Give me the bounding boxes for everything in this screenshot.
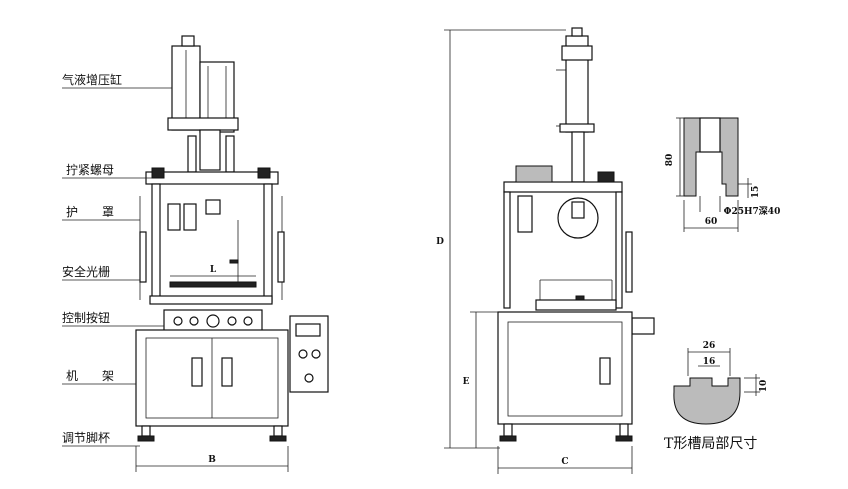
label-nut: 拧紧螺母 xyxy=(66,163,114,177)
dimension-slot-depth: 15 xyxy=(751,186,761,199)
cylinder-cap xyxy=(181,35,195,47)
guard-left xyxy=(151,183,161,303)
side-rod xyxy=(571,131,585,183)
control-button-3 xyxy=(227,316,237,326)
side-valves xyxy=(515,165,553,183)
control-button-emergency xyxy=(206,314,220,328)
control-button-1 xyxy=(173,316,183,326)
dimension-slot-height: 80 xyxy=(665,154,675,167)
ram-plate xyxy=(169,281,257,288)
side-top-plate xyxy=(503,181,623,193)
dimension-t-depth: 10 xyxy=(759,380,769,393)
foot-right xyxy=(269,435,287,442)
nut-left xyxy=(151,167,165,179)
nut-right xyxy=(257,167,271,179)
dimension-slot-bore: Φ25H7深40 xyxy=(724,205,781,217)
t-slot-detail: 26 16 10 T形槽局部尺寸 xyxy=(664,341,769,452)
dimension-c-label: C xyxy=(561,457,568,467)
piston-rod xyxy=(199,129,221,171)
dimension-b-label: B xyxy=(208,455,216,465)
foot-left xyxy=(137,435,155,442)
dimension-t-outer: 26 xyxy=(703,341,716,351)
side-control-panel xyxy=(631,317,655,335)
label-control-button: 控制按钮 xyxy=(62,310,110,325)
slot-section-detail: 80 60 15 Φ25H7深40 xyxy=(665,117,781,232)
control-button-4 xyxy=(243,316,253,326)
label-light-curtain: 安全光栅 xyxy=(62,264,110,279)
guard-right xyxy=(263,183,273,303)
control-button-2 xyxy=(189,316,199,326)
dimension-slot-width: 60 xyxy=(705,217,718,227)
front-view: B L xyxy=(135,35,329,472)
side-frame xyxy=(497,311,633,425)
label-foot: 调节脚杯 xyxy=(62,430,110,445)
label-frame: 机 架 xyxy=(66,369,114,383)
callouts: 气液增压缸 拧紧螺母 护 罩 安全光栅 控制按钮 机 架 调节脚杯 xyxy=(62,72,172,447)
t-slot-profile xyxy=(673,377,741,425)
dimension-d-label: D xyxy=(436,237,444,247)
dimension-l-label: L xyxy=(210,265,217,275)
side-view: C D E xyxy=(436,27,655,474)
label-guard: 护 罩 xyxy=(66,205,114,219)
light-curtain-right xyxy=(277,231,285,283)
dimension-e-label: E xyxy=(463,377,470,387)
t-slot-caption: T形槽局部尺寸 xyxy=(664,436,757,452)
light-curtain-left xyxy=(139,231,147,283)
label-cylinder: 气液增压缸 xyxy=(62,72,122,87)
side-light-curtain xyxy=(625,231,633,293)
dimension-t-inner: 16 xyxy=(703,357,716,367)
